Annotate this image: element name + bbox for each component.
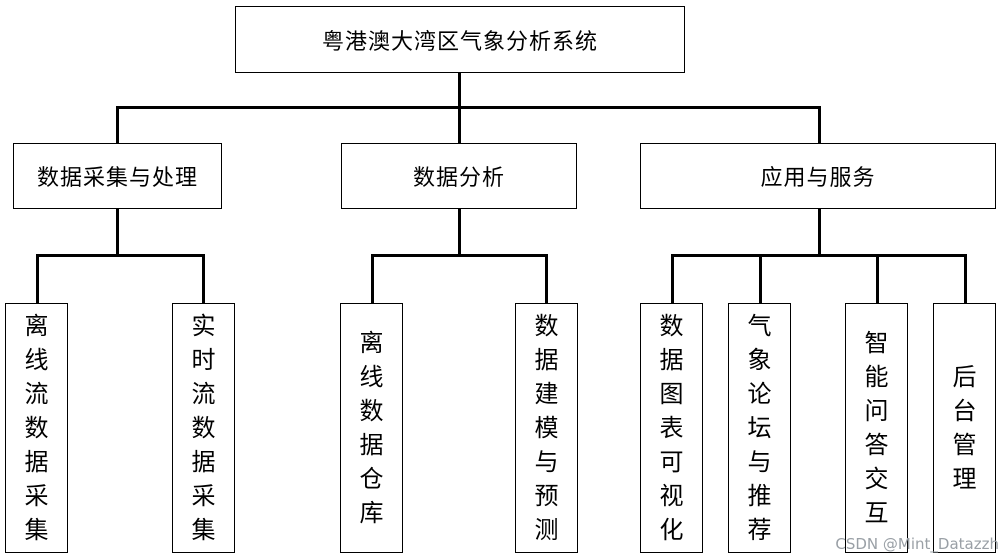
leaf-admin-management: 后台管理	[933, 303, 996, 553]
module-data-collection: 数据采集与处理	[13, 143, 222, 209]
module-data-analysis: 数据分析	[341, 143, 577, 209]
leaf-forum-recommendation: 气象论坛与推荐	[728, 303, 791, 553]
connector-module-3-bar	[671, 254, 967, 257]
connector-module-2-down	[458, 208, 461, 256]
connector-to-leaf-8	[964, 254, 967, 304]
leaf-offline-collection: 离线流数据采集	[5, 303, 68, 553]
leaf-label: 数据建模与预测	[534, 312, 559, 544]
module-label: 应用与服务	[760, 166, 876, 191]
connector-to-leaf-6	[759, 254, 762, 304]
leaf-label: 气象论坛与推荐	[747, 312, 772, 544]
leaf-smart-qa: 智能问答交互	[845, 303, 908, 553]
leaf-modeling-prediction: 数据建模与预测	[515, 303, 578, 553]
leaf-label: 智能问答交互	[864, 329, 889, 527]
connector-module-1-down	[116, 208, 119, 256]
connector-to-leaf-1	[36, 254, 39, 304]
root-label: 粤港澳大湾区气象分析系统	[321, 29, 598, 55]
connector-to-leaf-2	[202, 254, 205, 304]
leaf-label: 数据图表可视化	[659, 312, 684, 544]
leaf-label: 离线数据仓库	[359, 329, 384, 527]
connector-to-module-3	[818, 106, 821, 143]
leaf-label: 离线流数据采集	[24, 312, 49, 544]
connector-to-leaf-3	[371, 254, 374, 304]
connector-module-1-bar	[36, 254, 205, 257]
leaf-label: 后台管理	[952, 363, 977, 493]
module-app-service: 应用与服务	[640, 143, 996, 209]
leaf-label: 实时流数据采集	[191, 312, 216, 544]
connector-module-3-down	[818, 208, 821, 256]
watermark: CSDN @Mint_Datazzh	[835, 535, 999, 553]
leaf-realtime-collection: 实时流数据采集	[172, 303, 235, 553]
connector-module-2-bar	[371, 254, 548, 257]
connector-to-module-2	[458, 106, 461, 143]
connector-to-leaf-7	[876, 254, 879, 304]
connector-to-module-1	[116, 106, 119, 143]
leaf-offline-warehouse: 离线数据仓库	[340, 303, 403, 553]
connector-to-leaf-4	[545, 254, 548, 304]
connector-to-leaf-5	[671, 254, 674, 304]
root-node: 粤港澳大湾区气象分析系统	[235, 6, 685, 73]
module-label: 数据采集与处理	[36, 166, 198, 191]
leaf-chart-visualization: 数据图表可视化	[640, 303, 703, 553]
module-label: 数据分析	[412, 166, 505, 191]
connector-root-down	[458, 72, 461, 108]
connector-level1-bar	[116, 106, 821, 109]
